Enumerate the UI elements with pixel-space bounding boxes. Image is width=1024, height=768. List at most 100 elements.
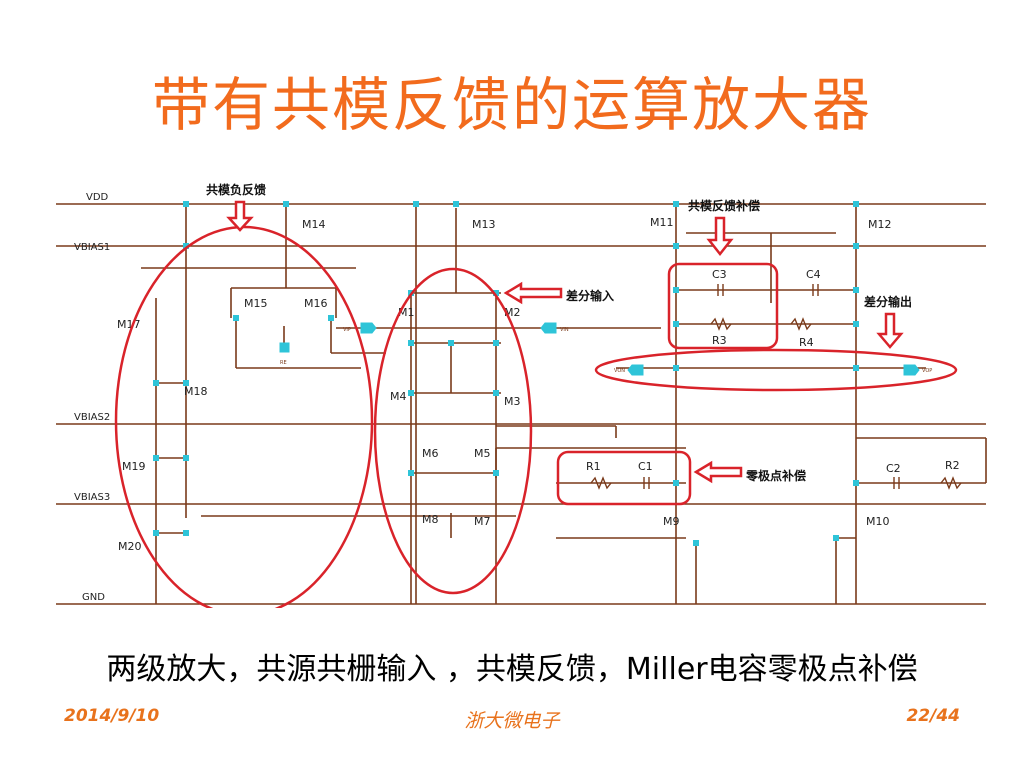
schematic-diagram: VIP VIN VON VOP RE VDD VBIAS1 VBIAS2 VBI…	[56, 178, 996, 608]
port-vip	[360, 322, 377, 334]
node-dot	[693, 540, 699, 546]
arrow-left-diff-in-icon	[503, 281, 563, 305]
label-m13: M13	[472, 218, 496, 231]
node-dot	[408, 470, 414, 476]
label-m17: M17	[117, 318, 141, 331]
rail-vbias2-label: VBIAS2	[74, 412, 110, 423]
node-dot	[833, 535, 839, 541]
box-zero-comp	[556, 450, 692, 506]
node-dot	[413, 201, 419, 207]
label-m7: M7	[474, 515, 491, 528]
wires	[56, 203, 987, 605]
arrow-left-zero-comp-icon	[693, 460, 743, 484]
node-dot	[673, 287, 679, 293]
node-dot	[673, 365, 679, 371]
label-r4: R4	[799, 336, 814, 349]
node-dot	[448, 340, 454, 346]
label-m12: M12	[868, 218, 892, 231]
footer-date: 2014/9/10	[64, 706, 160, 726]
slide-title: 带有共模反馈的运算放大器	[151, 71, 872, 139]
node-dot	[673, 201, 679, 207]
label-c2: C2	[886, 462, 901, 475]
node-dot	[673, 321, 679, 327]
annotation-cmfb-comp: 共模反馈补偿	[688, 198, 760, 213]
node-dot	[328, 315, 334, 321]
rail-vdd-label: VDD	[86, 192, 109, 203]
label-r1: R1	[586, 460, 601, 473]
label-r2: R2	[945, 459, 960, 472]
node-dot	[183, 380, 189, 386]
port-ref-label: RE	[280, 360, 287, 366]
passive-glyphs	[590, 284, 962, 490]
label-m8: M8	[422, 513, 439, 526]
label-m4: M4	[390, 390, 407, 403]
port-vin-label: VIN	[560, 327, 569, 333]
port-von	[627, 364, 644, 376]
label-m16: M16	[304, 297, 328, 310]
annotation-diff-in: 差分输入	[565, 288, 614, 303]
node-dot	[153, 380, 159, 386]
annotation-shapes	[114, 200, 958, 608]
node-dot	[673, 243, 679, 249]
annotation-zero-comp: 零极点补偿	[745, 468, 806, 483]
label-m11: M11	[650, 216, 674, 229]
label-m6: M6	[422, 447, 439, 460]
node-dot	[493, 290, 499, 296]
label-c1: C1	[638, 460, 653, 473]
node-dot	[408, 390, 414, 396]
rail-vbias3-label: VBIAS3	[74, 492, 110, 503]
label-c3: C3	[712, 268, 727, 281]
node-dot	[183, 243, 189, 249]
slide-caption: 两级放大，共源共栅输入 ，共模反馈，Miller电容零极点补偿	[106, 652, 918, 687]
label-m9: M9	[663, 515, 680, 528]
arrow-down-diff-out-icon	[876, 312, 904, 349]
label-m3: M3	[504, 395, 521, 408]
footer-page: 22/44	[906, 706, 960, 726]
ellipse-cmfb	[114, 225, 374, 608]
annotation-diff-out: 差分输出	[863, 294, 912, 309]
node-dot	[853, 365, 859, 371]
label-m19: M19	[122, 460, 146, 473]
ports	[279, 322, 920, 376]
node-dot	[233, 315, 239, 321]
node-dot	[853, 480, 859, 486]
port-vip-label: VIP	[343, 327, 351, 333]
node-dot	[493, 470, 499, 476]
port-von-label: VON	[614, 368, 625, 374]
footer-org: 浙大微电子	[464, 710, 560, 732]
node-dot	[673, 480, 679, 486]
node-dot	[853, 243, 859, 249]
node-dot	[153, 455, 159, 461]
label-m10: M10	[866, 515, 890, 528]
rail-gnd-label: GND	[82, 592, 105, 603]
port-vop	[903, 364, 920, 376]
node-dot	[853, 321, 859, 327]
node-dot	[408, 340, 414, 346]
label-m18: M18	[184, 385, 208, 398]
node-dot	[853, 201, 859, 207]
label-m15: M15	[244, 297, 268, 310]
label-m5: M5	[474, 447, 491, 460]
node-dot	[853, 287, 859, 293]
node-dot	[493, 340, 499, 346]
label-m14: M14	[302, 218, 326, 231]
ellipse-diff-out	[594, 348, 958, 392]
ellipse-input-stage	[373, 267, 533, 595]
label-m20: M20	[118, 540, 142, 553]
node-dot	[493, 390, 499, 396]
node-dots	[153, 201, 859, 546]
node-dot	[453, 201, 459, 207]
label-c4: C4	[806, 268, 821, 281]
label-r3: R3	[712, 334, 727, 347]
node-dot	[183, 530, 189, 536]
port-ref	[279, 342, 290, 353]
node-dot	[153, 530, 159, 536]
arrow-down-cmfb-comp-icon	[706, 216, 734, 257]
box-cmfb-comp	[667, 262, 779, 350]
annotation-cmfb: 共模负反馈	[206, 182, 266, 197]
port-vin	[540, 322, 557, 334]
arrow-down-cmfb-icon	[226, 200, 254, 232]
rail-vbias1-label: VBIAS1	[74, 242, 110, 253]
node-dot	[183, 201, 189, 207]
node-dot	[283, 201, 289, 207]
